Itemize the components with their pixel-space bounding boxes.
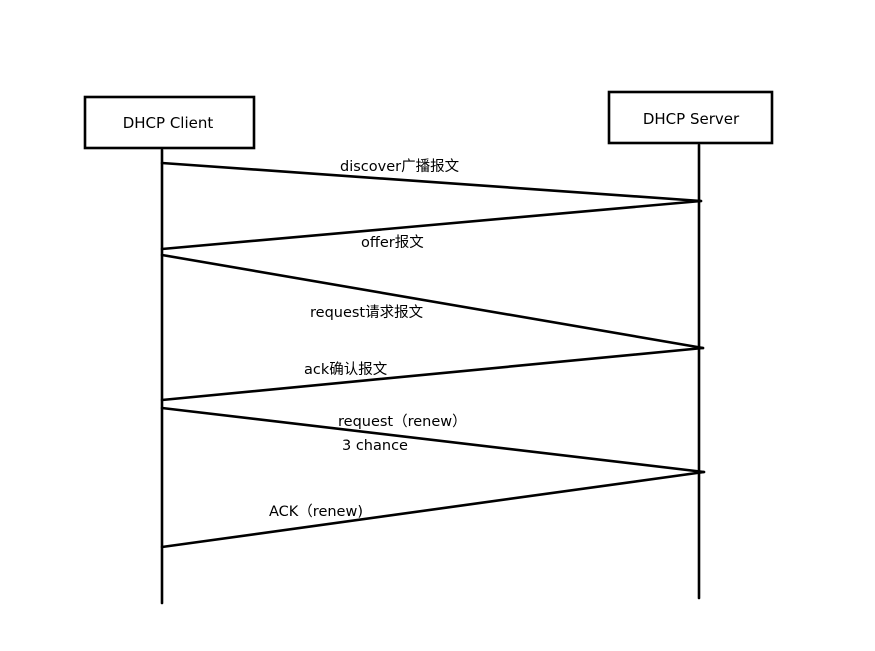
client-label: DHCP Client [123,114,214,132]
message-label-offer: offer报文 [361,234,424,251]
message-label-ack: ack确认报文 [304,361,388,378]
message-label-discover: discover广播报文 [340,158,460,175]
message-line-offer [160,199,703,251]
message-line-ack [160,346,705,402]
message-label-request-renew: request（renew） [338,413,467,430]
message-line-ack-renew [160,470,706,549]
server-box [607,90,774,145]
message-label-request: request请求报文 [310,304,424,321]
message-line-request-renew [160,406,706,474]
message-label-ack-renew: ACK（renew) [269,503,363,520]
server-label: DHCP Server [643,110,740,128]
message-line-request [160,253,705,350]
message-line-discover [160,161,703,203]
message-sublabel-chance: 3 chance [342,438,408,454]
client-box [83,95,256,150]
